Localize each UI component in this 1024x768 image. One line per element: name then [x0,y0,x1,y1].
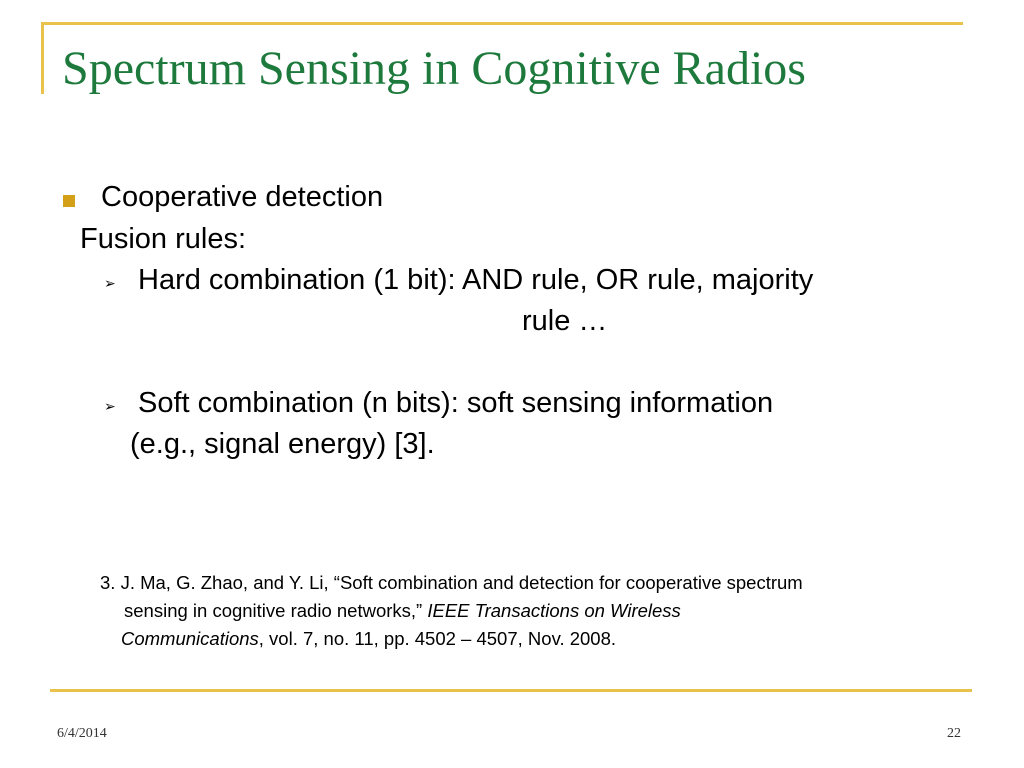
hard-combination-line2: rule … [522,305,608,337]
reference-line3: Communications, vol. 7, no. 11, pp. 4502… [121,626,616,652]
reference-line1: 3. J. Ma, G. Zhao, and Y. Li, “Soft comb… [100,572,803,593]
reference-line2: sensing in cognitive radio networks,” IE… [124,598,681,624]
footer-date: 6/4/2014 [57,726,107,741]
arrow-bullet-icon: ➢ [104,399,116,415]
reference-journal-part2: Communications [121,628,259,649]
square-bullet-icon [63,195,75,207]
reference-line2-plain: sensing in cognitive radio networks,” [124,600,428,621]
soft-combination-line2: (e.g., signal energy) [3]. [130,428,435,460]
reference-line3-plain: , vol. 7, no. 11, pp. 4502 – 4507, Nov. … [258,628,617,649]
slide-title: Spectrum Sensing in Cognitive Radios [62,42,806,95]
title-frame-top-rule [41,22,963,25]
footer-rule [50,689,972,692]
reference-journal-part1: IEEE Transactions on Wireless [427,600,681,621]
page-number: 22 [947,726,961,741]
fusion-rules-heading: Fusion rules: [80,223,247,255]
main-bullet-text: Cooperative detection [101,181,384,213]
title-frame-left-rule [41,22,44,94]
arrow-bullet-icon: ➢ [104,276,116,292]
hard-combination-line1: Hard combination (1 bit): AND rule, OR r… [138,264,814,296]
soft-combination-line1: Soft combination (n bits): soft sensing … [138,387,774,419]
